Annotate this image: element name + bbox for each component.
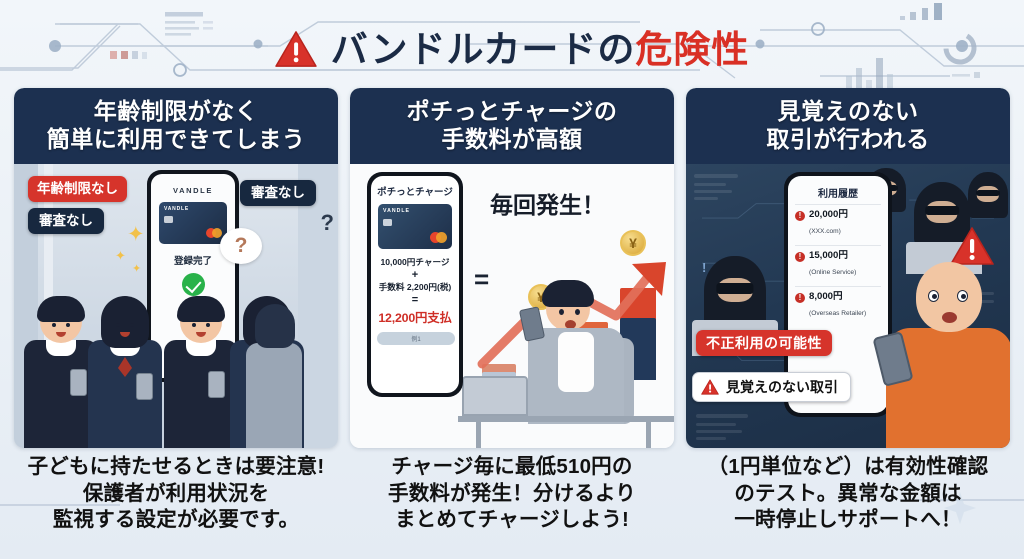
transaction-amount: 20,000円 [809, 209, 848, 221]
panel-3-heading-line1: 見覚えのない [777, 98, 919, 124]
worried-woman-figure [872, 252, 1010, 448]
panel-3-caption-line2: のテスト。異常な金額は [734, 481, 962, 505]
panel-1-adult-question-mark: ? [320, 210, 334, 236]
card-chip-icon [383, 219, 392, 227]
panel-2-line-charge: 10,000円チャージ [380, 257, 450, 268]
panel-1-question-bubble: ? [220, 228, 262, 265]
panel-2-phone-button[interactable]: 例1 [377, 332, 455, 346]
sparkle-icon: ✦ [127, 223, 145, 247]
student-figure [164, 296, 238, 448]
panel-1-heading-line2: 簡単に利用できてしまう [46, 126, 306, 153]
badge-unknown-transaction: 見覚えのない取引 [692, 372, 851, 402]
transaction-source: (Overseas Retailer) [809, 310, 867, 318]
panel-1-caption-line3: 監視する設定が必要です。 [52, 508, 300, 532]
warning-triangle-icon [274, 31, 317, 67]
panel-age-restriction: 年齢制限がなく 簡単に利用できてしまう VANDLE VANDLE 登録完了 [14, 88, 338, 448]
panel-unknown-transactions: 見覚えのない 取引が行われる [686, 88, 1010, 448]
card-chip-icon [164, 216, 173, 224]
sparkle-icon: ✦ [115, 248, 126, 264]
panel-container: 年齢制限がなく 簡単に利用できてしまう VANDLE VANDLE 登録完了 [14, 88, 1010, 448]
mastercard-icon [206, 228, 222, 239]
panel-charge-fee: ポチっとチャージの 手数料が高額 [350, 88, 674, 448]
panel-1-heading: 年齢制限がなく 簡単に利用できてしまう [14, 88, 338, 165]
panel-2-chart-label: 毎回発生！ [490, 192, 605, 219]
worried-man-figure [528, 280, 624, 424]
panel-2-equals-big: = [474, 264, 490, 295]
laptop-icon [462, 376, 528, 416]
student-phone-icon [136, 373, 153, 400]
alert-dot-icon: ! [795, 211, 805, 222]
panel-3-heading: 見覚えのない 取引が行われる [686, 88, 1010, 165]
caption-container: 子どもに持たせるときは要注意! 保護者が利用状況を 監視する設定が必要です。 チ… [14, 452, 1010, 552]
yen-coin-icon: ¥ [620, 230, 646, 257]
panel-2-operator-equals: = [411, 294, 419, 307]
panel-3-caption-line1: （1円単位など）は有効性確認 [707, 455, 989, 478]
panel-2-illustration: ¥ ¥ 毎回発生！ = [350, 164, 674, 448]
warning-triangle-icon [950, 227, 994, 265]
panel-2-caption: チャージ毎に最低510円の 手数料が発生！分けるより まとめてチャージしよう! [350, 452, 674, 552]
transaction-row: ! 15,000円 (Online Service) [795, 245, 881, 282]
panel-3-phone-header: 利用履歴 [818, 189, 858, 201]
panel-1-caption-line1: 子どもに持たせるときは要注意! [27, 455, 325, 478]
warning-triangle-icon [701, 379, 719, 395]
transaction-amount: 8,000円 [809, 291, 843, 303]
student-phone-icon [70, 369, 87, 396]
panel-3-caption: （1円単位など）は有効性確認 のテスト。異常な金額は 一時停止しサポートへ！ [686, 452, 1010, 552]
badge-fraud-possibility: 不正利用の可能性 [696, 330, 832, 356]
page-title: バンドルカードの危険性 [0, 18, 1024, 80]
student-phone-icon [208, 371, 225, 398]
panel-3-caption-line3: 一時停止しサポートへ！ [734, 508, 962, 532]
panel-1-heading-line1: 年齢制限がなく [93, 98, 259, 124]
student-figure [88, 296, 162, 448]
transaction-source: (XXX.com) [809, 228, 841, 236]
panel-2-heading-line1: ポチっとチャージの [406, 98, 618, 124]
panel-2-caption-line2: 手数料が発生！分けるより [388, 481, 636, 505]
green-check-icon [181, 273, 205, 297]
panel-2-heading: ポチっとチャージの 手数料が高額 [350, 88, 674, 165]
panel-1-illustration: VANDLE VANDLE 登録完了 ✦ ✦ ✦ ? [14, 164, 338, 448]
panel-2-card-name: VANDLE [383, 208, 410, 215]
transaction-row: ! 8,000円 (Overseas Retailer) [795, 286, 881, 323]
transaction-amount: 15,000円 [809, 250, 848, 262]
badge-no-screening-right: 審査なし [240, 180, 316, 206]
badge-no-screening-left: 審査なし [28, 208, 104, 234]
alert-dot-icon: ! [795, 252, 805, 263]
panel-1-card-graphic: VANDLE [159, 202, 227, 245]
panel-1-card-name: VANDLE [164, 206, 189, 213]
hacker-figure [704, 256, 766, 329]
hacker-figure [968, 172, 1008, 219]
panel-1-phone-brand: VANDLE [173, 186, 213, 196]
panel-2-card-graphic: VANDLE [378, 204, 452, 250]
student-figure [24, 296, 98, 448]
panel-1-caption-line2: 保護者が利用状況を [82, 481, 270, 505]
panel-2-phone-title: ポチっとチャージ [377, 187, 453, 199]
panel-2-heading-line2: 手数料が高額 [441, 126, 583, 153]
panel-2-line-fee: 手数料 2,200円(税) [378, 282, 452, 293]
yen-symbol: ¥ [629, 235, 637, 252]
transaction-source: (Online Service) [809, 269, 857, 277]
panel-1-caption: 子どもに持たせるときは要注意! 保護者が利用状況を 監視する設定が必要です。 [14, 452, 338, 552]
panel-2-caption-line1: チャージ毎に最低510円の [391, 455, 633, 478]
panel-1-phone-status: 登録完了 [173, 256, 212, 268]
sparkle-icon: ✦ [132, 263, 142, 276]
panel-2-phone-mockup: ポチっとチャージ VANDLE 10,000円チャージ + 手数料 2,200円… [367, 172, 463, 398]
panel-2-operator-plus: + [411, 269, 419, 282]
panel-2-caption-line3: まとめてチャージしよう! [394, 508, 630, 532]
page-title-prefix: バンドルカードの [330, 28, 636, 70]
page-title-highlight: 危険性 [635, 28, 750, 70]
page-title-text: バンドルカードの危険性 [331, 31, 750, 68]
mastercard-icon [430, 232, 447, 244]
adult-figure [246, 304, 304, 448]
panel-3-heading-line2: 取引が行われる [766, 126, 930, 153]
panel-2-line-total: 12,200円支払 [378, 311, 452, 326]
alert-dot-icon: ! [795, 293, 805, 304]
badge-no-age-limit: 年齢制限なし [28, 176, 127, 202]
badge-unknown-transaction-label: 見覚えのない取引 [726, 379, 838, 395]
transaction-row: ! 20,000円 (XXX.com) [795, 204, 881, 241]
desk-surface [458, 416, 674, 422]
panel-3-illustration: ! ! [686, 164, 1010, 448]
